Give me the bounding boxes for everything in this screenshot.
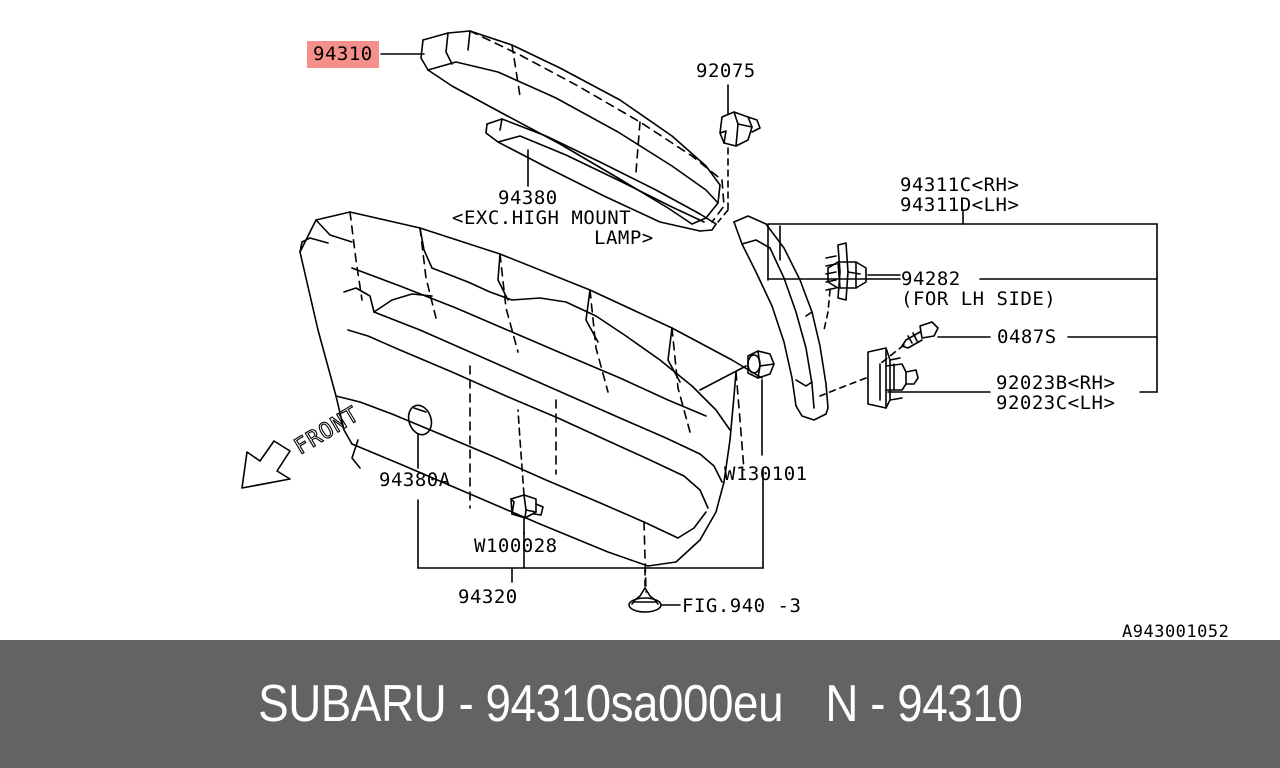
part-94380-shape [485, 118, 717, 232]
footer-brand: SUBARU [257, 675, 447, 733]
leader-92075-hidden [717, 147, 729, 223]
fig-940-3-grommet-icon [628, 587, 662, 613]
callout-W100028[interactable]: W100028 [474, 535, 558, 557]
footer-alt-group: N - 94310 [825, 674, 1022, 734]
footer-brand-dash: - [445, 675, 486, 733]
footer-catalog-id: 94310sa000eu [485, 675, 783, 733]
callout-94380A[interactable]: 94380A [379, 469, 451, 491]
leader-94282-hidden [823, 289, 831, 331]
part-94310-hidden-lines [469, 30, 725, 223]
callout-0487S[interactable]: 0487S [997, 326, 1057, 348]
callout-W130101[interactable]: W130101 [724, 463, 808, 485]
parts-illustration: FRONT [241, 30, 1158, 613]
bracket-bottom-group [417, 469, 764, 583]
leader-92023-hidden [819, 377, 867, 397]
callout-94282[interactable]: 94282 [901, 268, 961, 290]
callout-94311C-RH[interactable]: 94311C<RH> [900, 174, 1020, 196]
drawing-number: A943001052 [1122, 622, 1230, 642]
part-94282-shape [825, 242, 867, 301]
footer-brand-group: SUBARU - 94310sa000eu [258, 674, 783, 734]
front-direction-arrow [241, 440, 291, 489]
leader-0487S-hidden [879, 344, 905, 365]
part-92023-shape [867, 347, 919, 409]
leader-W130101-a [699, 365, 747, 391]
footer-alt-dash: - [857, 675, 898, 733]
bracket-right-group [767, 209, 1158, 393]
part-94320-shape [299, 211, 763, 567]
footer-alt-prefix: N [825, 675, 858, 733]
callout-94320[interactable]: 94320 [458, 586, 518, 608]
part-W130101-shape [747, 350, 775, 379]
callout-92023B-RH[interactable]: 92023B<RH> [996, 372, 1116, 394]
callout-94380[interactable]: 94380 [498, 187, 558, 209]
callout-94380-note-line2: LAMP> [594, 227, 654, 249]
front-arrow-text: FRONT [290, 402, 364, 460]
footer-caption: SUBARU - 94310sa000eu N - 94310 [258, 674, 1023, 734]
callout-94310[interactable]: 94310 [307, 41, 379, 68]
part-94310-shape [420, 30, 721, 225]
part-94311-shape [733, 215, 829, 421]
diagram-canvas: FRONT 94310 92075 94380 <EXC.HIGH MOUNT … [241, 30, 1230, 642]
callout-94311D-LH[interactable]: 94311D<LH> [900, 194, 1020, 216]
footer-bar: SUBARU - 94310sa000eu N - 94310 [0, 640, 1280, 768]
callout-92075[interactable]: 92075 [696, 60, 756, 82]
part-92075-shape [719, 111, 761, 147]
callout-92023C-LH[interactable]: 92023C<LH> [996, 392, 1116, 414]
part-94380A-shape [407, 404, 433, 436]
footer-alt-number: 94310 [897, 675, 1023, 733]
leader-W100028-hidden [517, 409, 525, 496]
callout-94282-note: (FOR LH SIDE) [901, 288, 1057, 310]
part-0487S-shape [901, 321, 939, 349]
part-W100028-shape [510, 494, 544, 519]
callout-94380-note-line1: <EXC.HIGH MOUNT [452, 207, 632, 229]
callout-FIG-940-3[interactable]: FIG.940 -3 [682, 595, 802, 617]
